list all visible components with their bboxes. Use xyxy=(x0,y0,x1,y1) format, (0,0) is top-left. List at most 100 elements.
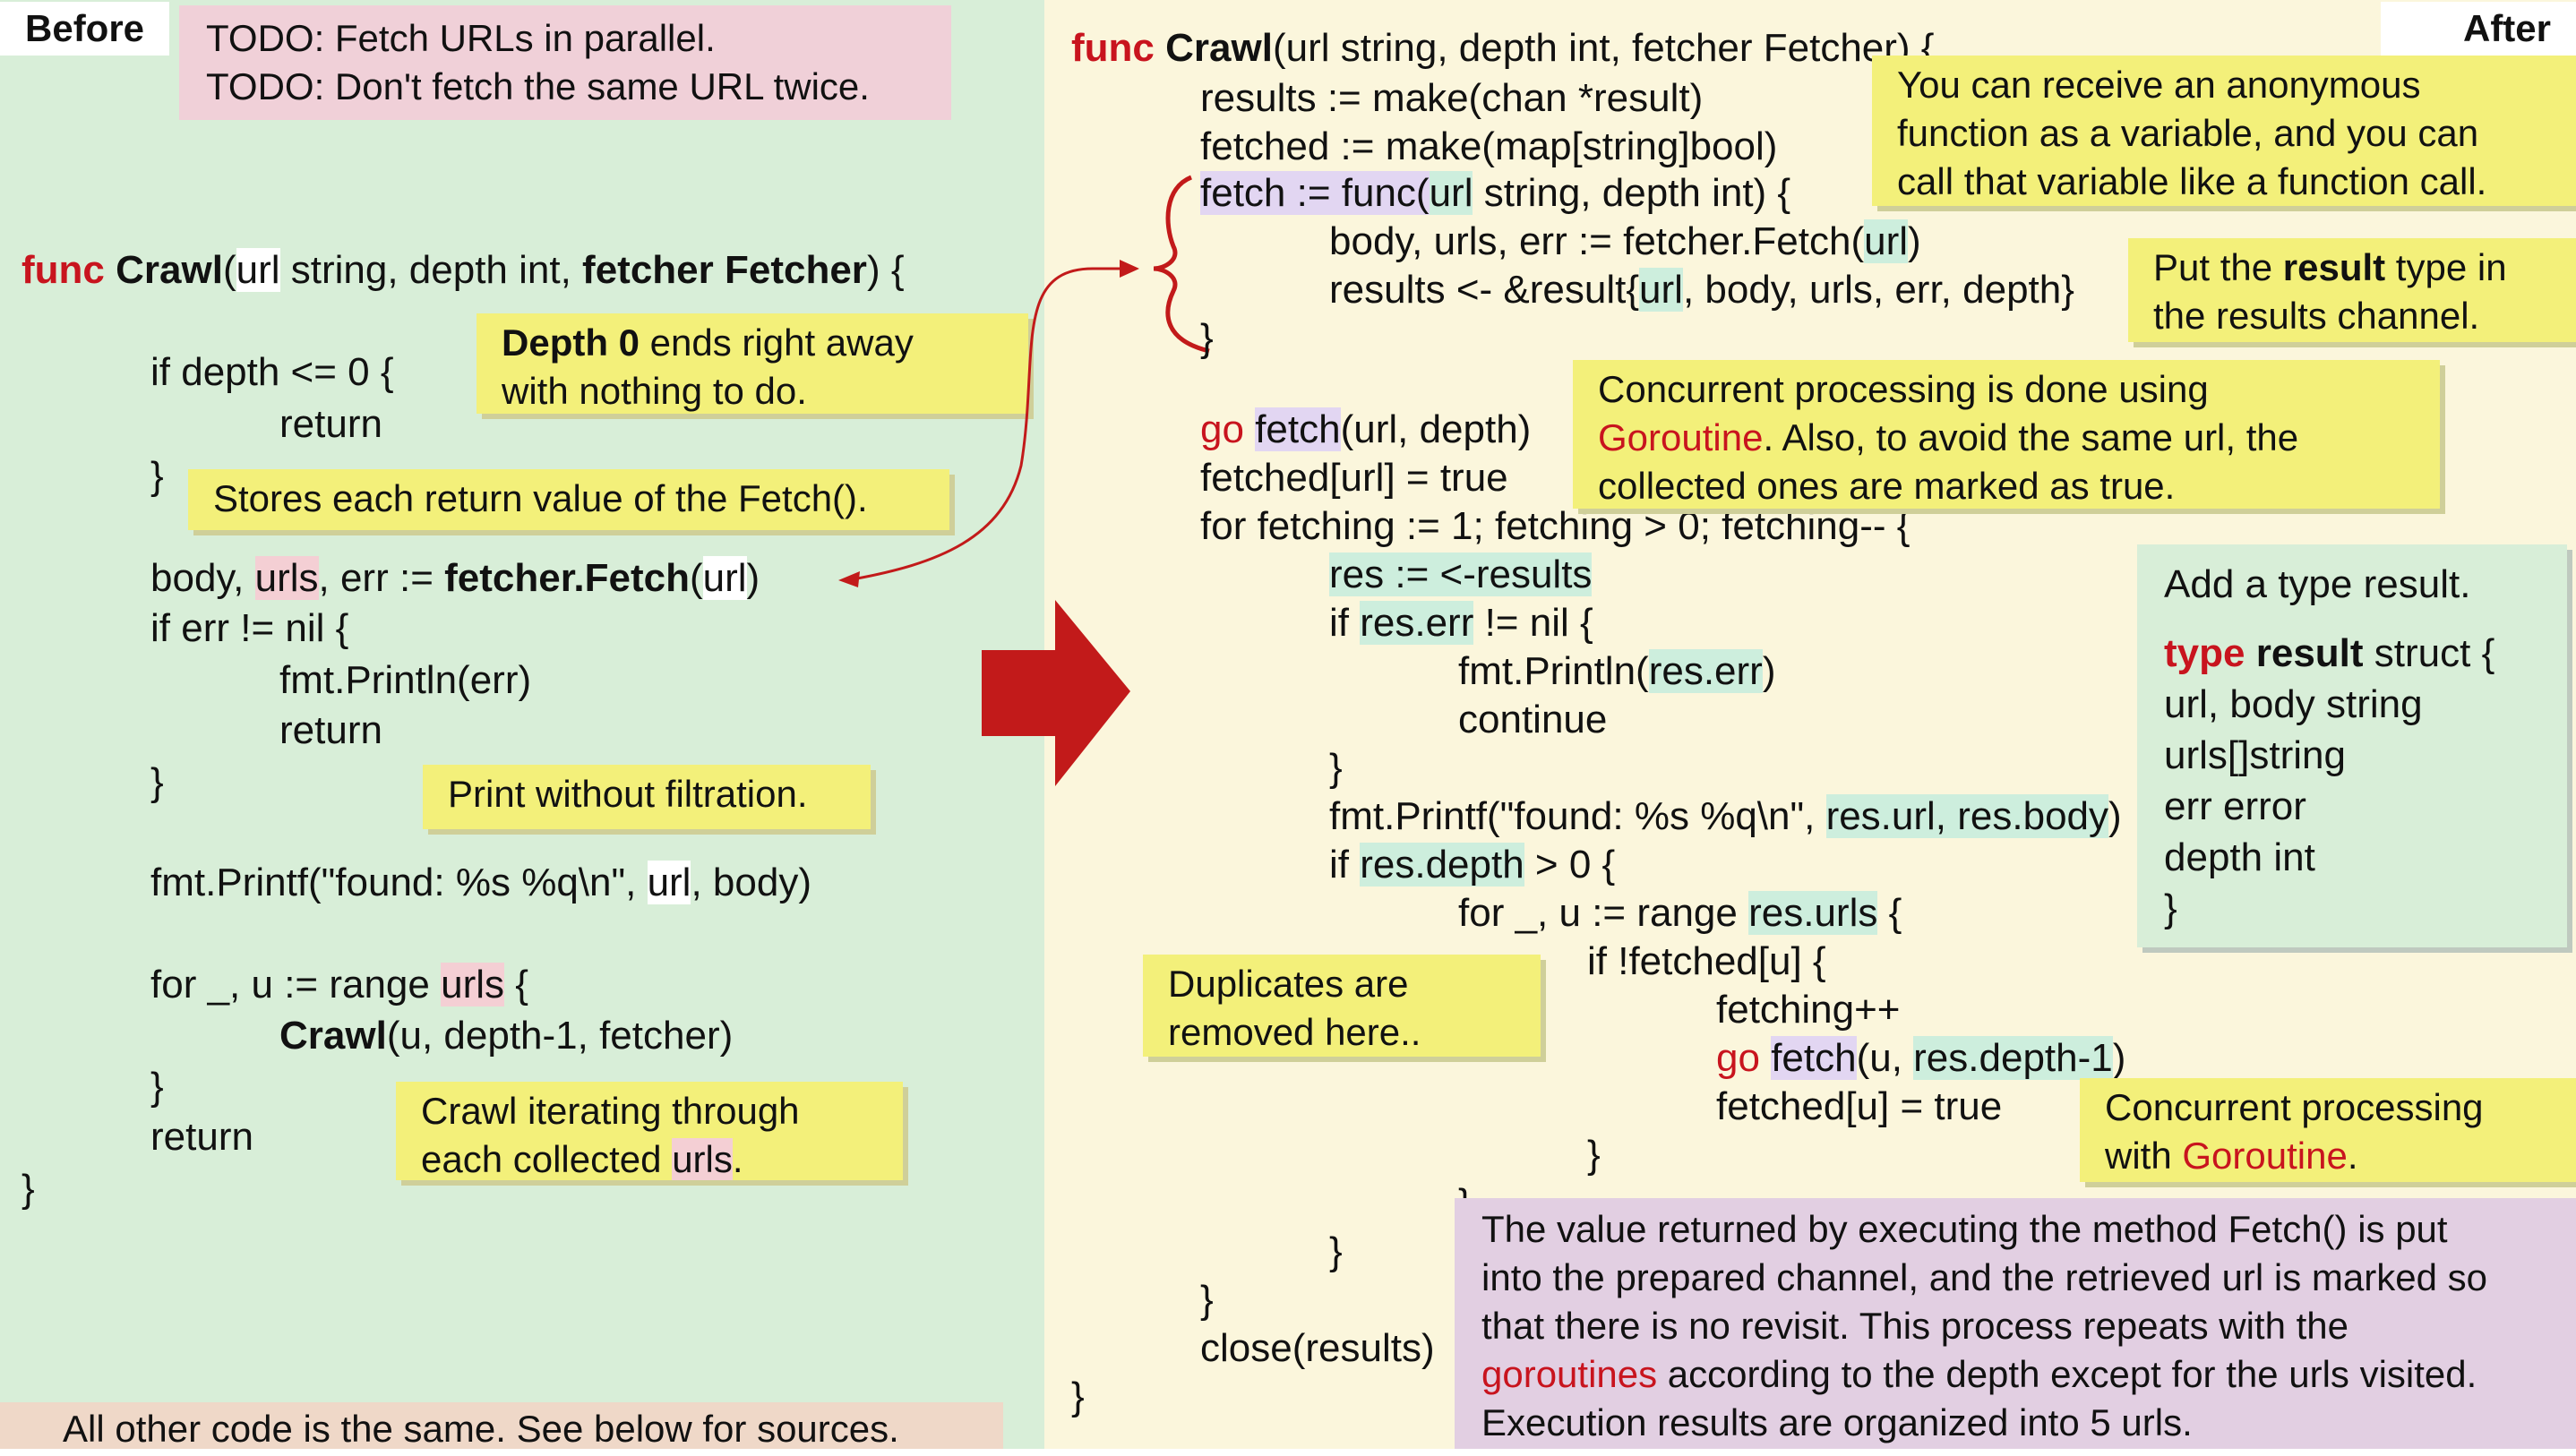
code-text: { xyxy=(504,963,528,1006)
after-label: After xyxy=(2381,2,2576,56)
crawl-call-line: Crawl(u, depth-1, fetcher) xyxy=(279,1013,733,1059)
sig-params: (url string, depth int, fetcher Fetcher)… xyxy=(1272,26,1935,70)
note-text: call that variable like a function call. xyxy=(1897,160,2487,202)
note-text: . xyxy=(2347,1135,2358,1177)
code-text: body, xyxy=(150,556,255,600)
code-line: } xyxy=(1071,1375,1085,1418)
anon-func-note: You can receive an anonymous function as… xyxy=(1872,56,2576,206)
before-label: Before xyxy=(0,2,170,56)
code-line: } xyxy=(150,454,164,498)
code-line: } xyxy=(1200,1278,1214,1322)
paren: ( xyxy=(689,556,703,600)
arrowhead-left xyxy=(838,571,860,587)
code-text: (url, depth) xyxy=(1340,407,1532,451)
res-var: res.urls xyxy=(1748,891,1878,935)
code-text: ) xyxy=(1762,649,1776,693)
printf-line: fmt.Printf("found: %s %q\n", res.url, re… xyxy=(1329,793,2122,840)
code-line: } xyxy=(150,1065,164,1109)
struct-field: urls[]string xyxy=(2164,733,2346,777)
note-text: that there is no revisit. This process r… xyxy=(1481,1305,2349,1347)
crawl-note: Crawl iterating through each collected u… xyxy=(396,1082,903,1180)
note-text: ends right away xyxy=(640,321,914,364)
url-var: url xyxy=(702,556,747,600)
code-text: != nil { xyxy=(1473,601,1593,645)
code-line: } xyxy=(1587,1133,1601,1177)
func-keyword: func xyxy=(1071,26,1155,70)
code-line: fetched := make(map[string]bool) xyxy=(1200,124,1778,168)
print-note: Print without filtration. xyxy=(423,765,871,829)
concurrent-note: Concurrent processing is done using Goro… xyxy=(1573,360,2440,509)
duplicates-note: Duplicates are removed here.. xyxy=(1143,955,1541,1057)
printf-line: fmt.Printf("found: %s %q\n", url, body) xyxy=(150,860,811,906)
arrowhead-right xyxy=(1120,260,1139,278)
code-text: for _, u := range xyxy=(150,963,442,1006)
before-signature: func Crawl(url string, depth int, fetche… xyxy=(21,247,905,294)
res-var: res := <-results xyxy=(1329,552,1593,596)
crawl-name: Crawl xyxy=(1165,26,1273,70)
code-line: if !fetched[u] { xyxy=(1587,939,1826,983)
after-signature: func Crawl(url string, depth int, fetche… xyxy=(1071,25,1935,72)
code-line: } xyxy=(1329,1229,1343,1273)
println-line: fmt.Println(res.err) xyxy=(1458,648,1775,695)
code-text: > 0 { xyxy=(1524,843,1616,886)
urls-var: urls xyxy=(254,556,319,600)
crawl-name: Crawl xyxy=(279,1014,387,1058)
code-text: fmt.Printf("found: %s %q\n", xyxy=(1329,794,1826,838)
go-keyword: go xyxy=(1200,407,1244,451)
code-text: (u, depth-1, fetcher) xyxy=(386,1014,734,1058)
summary-note: The value returned by executing the meth… xyxy=(1455,1198,2576,1449)
note-text: removed here.. xyxy=(1168,1011,1421,1053)
todo-line: TODO: Fetch URLs in parallel. xyxy=(206,17,716,59)
goroutine-word: Goroutine xyxy=(1598,416,1764,458)
sig-close: ) { xyxy=(866,248,905,292)
struct-field: err error xyxy=(2164,784,2306,828)
type-keyword: type xyxy=(2164,631,2245,675)
struct-field: url, body string xyxy=(2164,682,2423,726)
code-line: } xyxy=(1329,746,1343,790)
fetch-line: body, urls, err := fetcher.Fetch(url) xyxy=(150,555,760,602)
body-line: body, urls, err := fetcher.Fetch(url) xyxy=(1329,218,1921,265)
goroutine-word: goroutines xyxy=(1481,1353,1658,1395)
note-text: Concurrent processing xyxy=(2105,1086,2484,1128)
code-text: , body) xyxy=(691,861,811,904)
ifdepth-line: if res.depth > 0 { xyxy=(1329,842,1615,888)
before-pane xyxy=(0,0,1044,1449)
code-text: (u, xyxy=(1856,1036,1914,1080)
res-var: res.depth xyxy=(1360,843,1524,886)
todo-note: TODO: Fetch URLs in parallel. TODO: Don'… xyxy=(179,5,951,120)
code-text: results <- &result{ xyxy=(1329,268,1640,312)
urls-var: urls xyxy=(441,963,504,1006)
paren: ) xyxy=(746,556,760,600)
code-text: struct { xyxy=(2363,631,2495,675)
code-line: return xyxy=(279,708,382,752)
fetch-call: fetch xyxy=(1255,407,1341,451)
fetcher-param: fetcher Fetcher xyxy=(582,248,867,292)
note-bold: result xyxy=(2282,246,2386,288)
code-line: close(results) xyxy=(1200,1326,1435,1370)
depth0-note: Depth 0 ends right away with nothing to … xyxy=(477,313,1028,414)
code-text: ) xyxy=(2108,794,2122,838)
fetch-call: fetch xyxy=(1771,1036,1857,1080)
note-text: The value returned by executing the meth… xyxy=(1481,1208,2448,1250)
crawl-name: Crawl xyxy=(116,248,223,292)
code-line: return xyxy=(150,1115,253,1159)
code-text: , err := xyxy=(318,556,445,600)
paren: ( xyxy=(222,248,236,292)
concurrent-goroutine-note: Concurrent processing with Goroutine. xyxy=(2080,1078,2576,1182)
note-text: . xyxy=(732,1138,743,1180)
todo-line: TODO: Don't fetch the same URL twice. xyxy=(206,65,870,107)
code-text: ) xyxy=(2112,1036,2126,1080)
code-text: fmt.Println( xyxy=(1458,649,1649,693)
url-var: url xyxy=(1639,268,1683,312)
note-text: function as a variable, and you can xyxy=(1897,112,2479,154)
code-line: fmt.Println(err) xyxy=(279,658,532,702)
code-text: , body, urls, err, depth} xyxy=(1682,268,2074,312)
note-text: into the prepared channel, and the retri… xyxy=(1481,1256,2487,1298)
note-text: Duplicates are xyxy=(1168,963,1409,1005)
code-line: fetched[u] = true xyxy=(1716,1084,2003,1128)
forrange-line: for _, u := range res.urls { xyxy=(1458,890,1902,937)
code-text: string, depth int) { xyxy=(1473,171,1791,215)
code-line: } xyxy=(1200,316,1214,360)
code-line: return xyxy=(279,402,382,446)
note-text: according to the depth except for the ur… xyxy=(1657,1353,2477,1395)
